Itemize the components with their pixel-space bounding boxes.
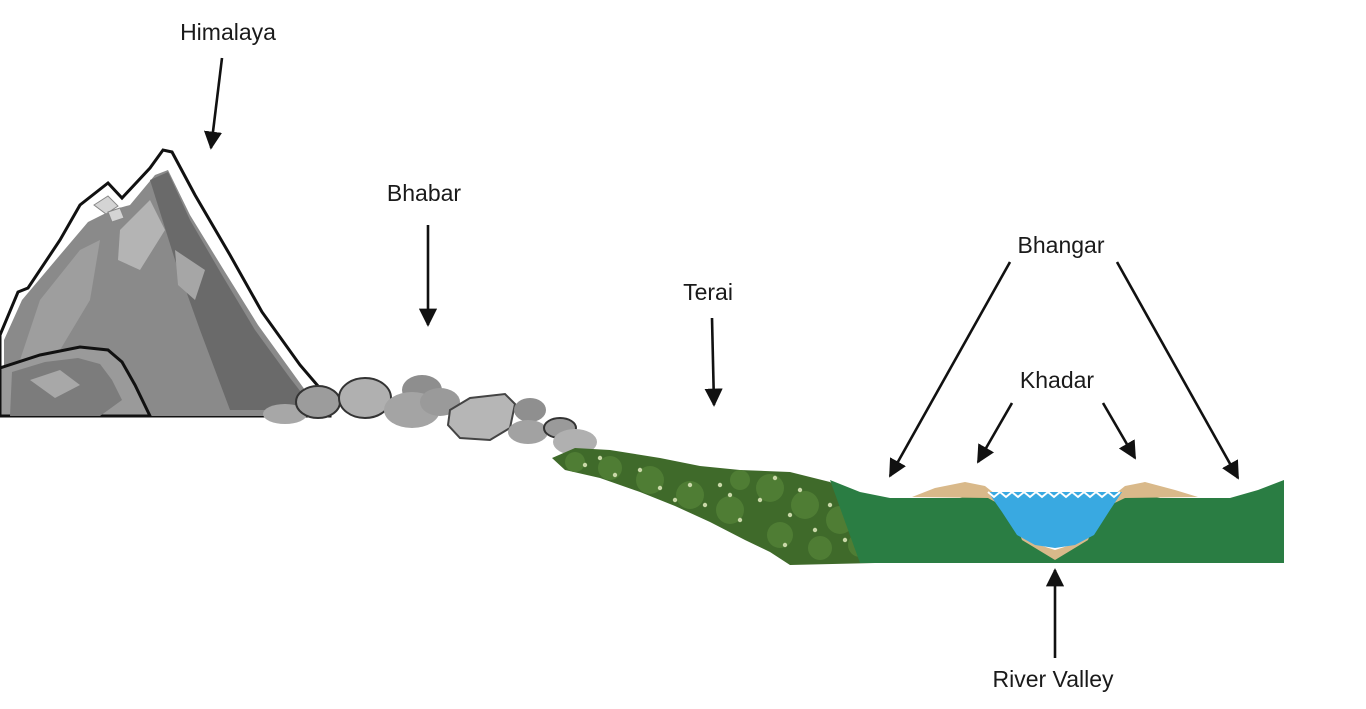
label-terai: Terai [683, 279, 733, 305]
pointer-arrows [203, 57, 1240, 658]
bhabar-boulders [263, 375, 597, 455]
label-bhangar: Bhangar [1017, 232, 1105, 258]
arrow-bhangar-right [1115, 261, 1240, 480]
label-river-valley: River Valley [992, 666, 1114, 692]
arrow-khadar-right [1101, 402, 1137, 460]
himalaya-mountain [0, 148, 332, 418]
arrow-bhangar-left [888, 261, 1012, 478]
label-bhabar: Bhabar [386, 180, 462, 206]
label-himalaya: Himalaya [180, 19, 276, 45]
arrow-himalaya [203, 57, 224, 150]
arrow-terai [704, 317, 723, 407]
plains-cross-section [830, 480, 1284, 563]
arrow-khadar-left [976, 402, 1014, 464]
terai-forest [552, 448, 890, 565]
label-khadar: Khadar [1019, 367, 1095, 393]
